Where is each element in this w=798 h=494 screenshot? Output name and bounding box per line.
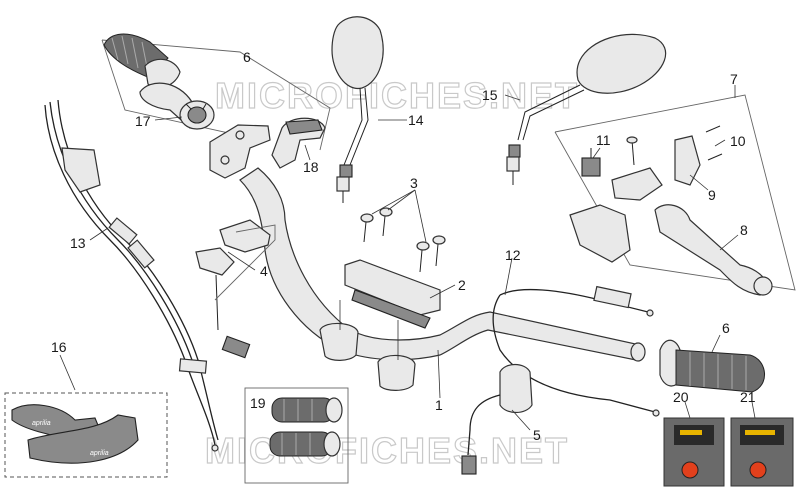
group-outline-19	[244, 387, 349, 484]
clutch-lever-assembly	[569, 125, 773, 296]
switch-photo-21	[730, 417, 794, 487]
handlebar-risers	[319, 300, 416, 391]
callout-21: 21	[740, 389, 756, 405]
group-outline-7	[554, 94, 796, 291]
callout-19: 19	[250, 395, 266, 411]
handlebar-upper-clamp	[344, 259, 441, 329]
callout-11: 11	[596, 132, 611, 148]
throttle-cables	[44, 99, 219, 452]
handguard-brand-right: aprilia	[90, 450, 109, 457]
callout-1: 1	[435, 397, 443, 413]
handguard-brand-left: aprilia	[32, 420, 51, 427]
spare-grips	[269, 397, 343, 457]
right-switch	[461, 363, 533, 475]
callout-3: 3	[410, 175, 418, 191]
watermark-bottom: MICROFICHES.NET	[205, 430, 569, 471]
callout-20: 20	[673, 389, 689, 405]
watermark-top: MICROFICHES.NET	[215, 75, 579, 116]
callout-16: 16	[51, 339, 67, 355]
left-switch-assembly	[271, 117, 326, 169]
handguards: aprilia aprilia	[11, 404, 139, 464]
grip-spacer	[179, 100, 215, 130]
callout-13: 13	[70, 235, 86, 251]
callout-2: 2	[458, 277, 466, 293]
callout-6-right: 6	[722, 320, 730, 336]
handlebar-clamp-left	[209, 124, 271, 179]
left-mirror	[331, 16, 384, 203]
callout-14: 14	[408, 112, 424, 128]
callout-5: 5	[533, 427, 541, 443]
group-outline-16	[4, 392, 168, 478]
callout-4: 4	[260, 263, 268, 279]
callout-15: 15	[482, 87, 498, 103]
callout-7: 7	[730, 71, 738, 87]
switch-photo-20	[663, 417, 725, 487]
clamp-bolts	[360, 207, 446, 273]
group-outline-4	[214, 224, 276, 301]
callout-8: 8	[740, 222, 748, 238]
callout-10: 10	[730, 133, 746, 149]
group-outline-6-left-lower	[101, 39, 261, 141]
cable-guide-bracket	[195, 219, 276, 359]
callout-6-left: 6	[243, 49, 251, 65]
right-mirror	[506, 33, 667, 185]
right-grip	[659, 339, 765, 393]
callout-9: 9	[708, 187, 716, 203]
callout-12: 12	[505, 247, 521, 263]
callout-18: 18	[303, 159, 319, 175]
leader-lines	[59, 85, 756, 431]
handlebar	[239, 167, 646, 362]
callout-17: 17	[135, 113, 151, 129]
clutch-cable	[492, 285, 660, 417]
